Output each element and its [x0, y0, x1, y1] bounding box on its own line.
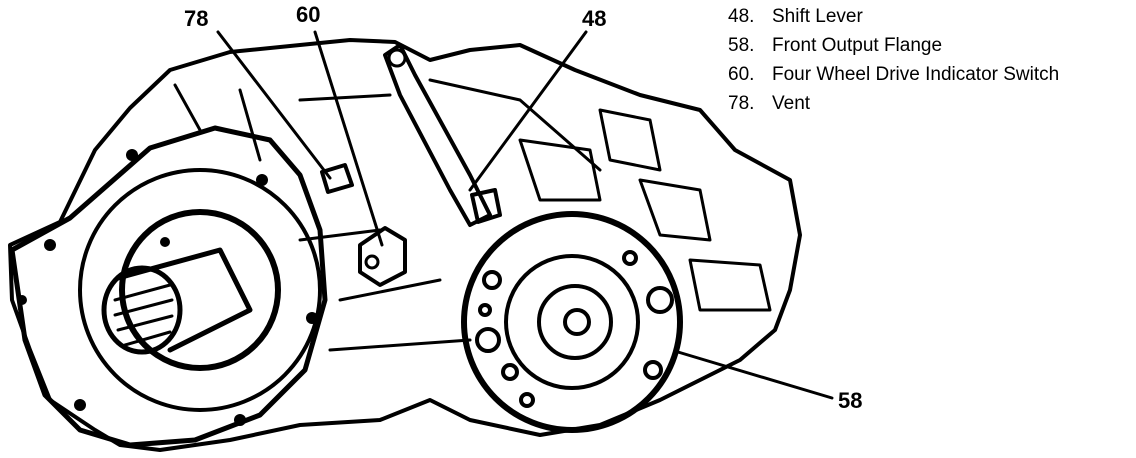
legend-number: 58. [728, 35, 755, 56]
front-output-flange [461, 211, 683, 433]
legend-text: Vent [772, 93, 811, 114]
leader-78 [216, 30, 332, 180]
indicator-switch [358, 226, 407, 287]
legend-number: 48. [728, 6, 755, 27]
input-shaft-splines [113, 283, 174, 347]
rear-bearing-retainer [78, 168, 322, 412]
shift-lever-pivot [387, 48, 407, 68]
leader-lines [216, 30, 834, 400]
legend-item: 48. Shift Lever [728, 2, 1059, 31]
housing-outline [8, 38, 802, 452]
leader-60 [313, 30, 384, 247]
indicator-switch-terminal [364, 254, 380, 270]
input-shaft-body [115, 247, 253, 353]
legend-item: 78. Vent [728, 89, 1059, 118]
housing-edges [173, 78, 602, 352]
legend-text: Front Output Flange [772, 35, 943, 56]
shift-lever-nut [470, 188, 502, 224]
input-shaft-end [101, 265, 183, 355]
front-output-flange-hub [504, 254, 640, 390]
housing-ribs [518, 108, 772, 312]
rear-mounting-plate [9, 125, 328, 448]
front-output-flange-seal [537, 284, 613, 360]
front-output-flange-center [563, 308, 591, 336]
legend-number: 78. [728, 93, 755, 114]
callout-48: 48 [582, 6, 607, 31]
vent [320, 163, 354, 194]
callout-78: 78 [184, 6, 209, 31]
legend-item: 58. Front Output Flange [728, 31, 1059, 60]
parts-legend: 48. Shift Lever 58. Front Output Flange 60… [728, 2, 1059, 118]
legend-item: 60. Four Wheel Drive Indicator Switch [728, 60, 1059, 89]
callout-60: 60 [296, 2, 321, 27]
legend-text: Shift Lever [772, 6, 863, 27]
leader-48 [468, 30, 588, 192]
legend-text: Four Wheel Drive Indicator Switch [772, 64, 1060, 85]
callout-58: 58 [838, 388, 863, 413]
rear-plate-bolts [17, 149, 318, 426]
front-flange-bolt-holes [475, 250, 674, 408]
rear-bearing-retainer-inner [119, 209, 281, 371]
legend-number: 60. [728, 64, 755, 85]
leader-58 [676, 350, 834, 400]
